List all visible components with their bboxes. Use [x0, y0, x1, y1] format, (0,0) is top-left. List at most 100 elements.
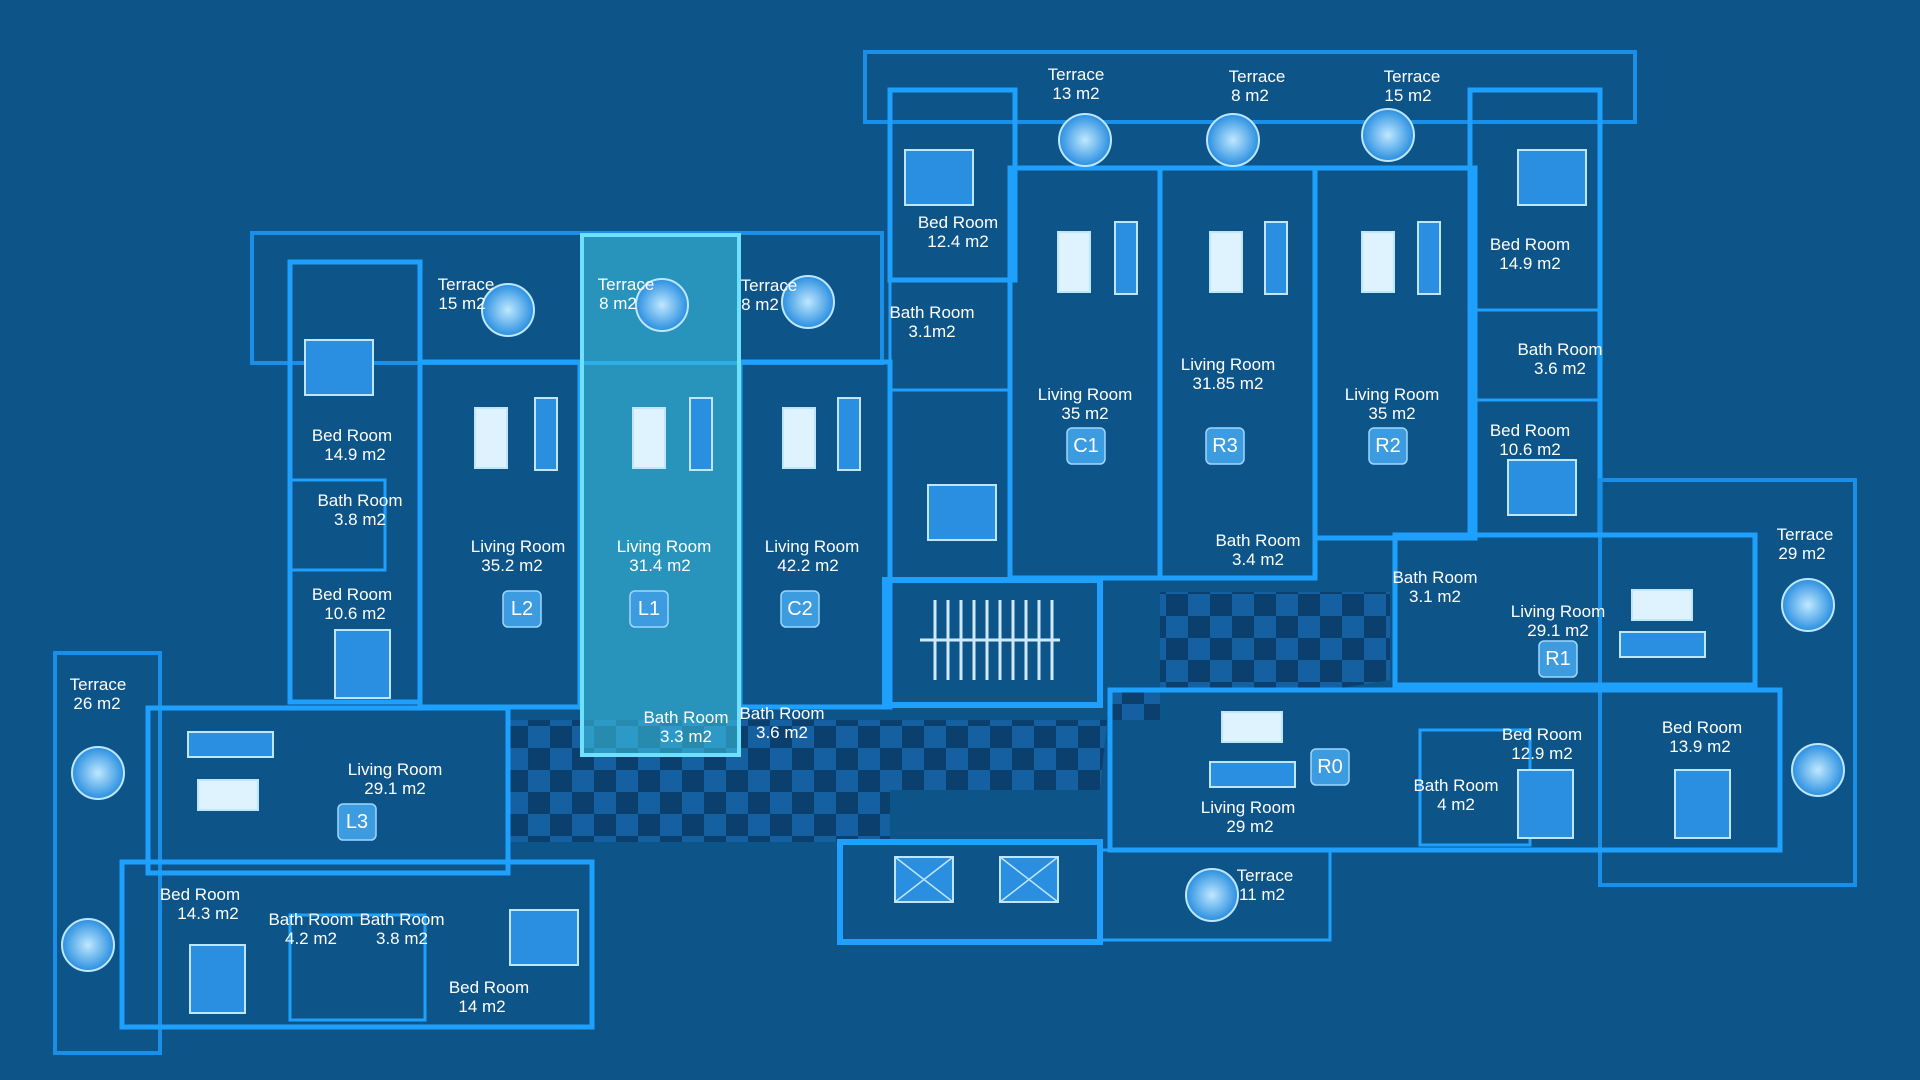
bed-icon [1517, 769, 1574, 839]
bed-icon [334, 629, 391, 699]
unit-tags[interactable]: C1 R3 R2 L2 L1 C2 L3 R1 R0 [337, 427, 1578, 841]
svg-text:L2: L2 [511, 598, 533, 620]
sofa-icon [1619, 631, 1706, 658]
table-icon [782, 407, 816, 469]
elevator-cross [894, 856, 1059, 903]
sofa-icon [1114, 221, 1138, 295]
plant-icon [61, 918, 115, 972]
bed-icon [1674, 769, 1731, 839]
unit-tag-r2[interactable]: R2 [1368, 427, 1408, 465]
svg-text:R1: R1 [1545, 648, 1571, 670]
bed-icon [304, 339, 374, 396]
unit-tag-r3[interactable]: R3 [1205, 427, 1245, 465]
unit-tag-l2[interactable]: L2 [502, 590, 542, 628]
elevator-core [837, 839, 1103, 945]
sofa-icon [1264, 221, 1288, 295]
unit-tag-r0[interactable]: R0 [1310, 748, 1350, 786]
corridor-floor [510, 592, 1390, 842]
plant-icon [1361, 108, 1415, 162]
unit-tag-c1[interactable]: C1 [1066, 427, 1106, 465]
sofa-icon [1209, 761, 1296, 788]
plant-icon [1781, 578, 1835, 632]
svg-text:L3: L3 [346, 811, 368, 833]
table-icon [1361, 231, 1395, 293]
unit-tag-c2[interactable]: C2 [780, 590, 820, 628]
plant-icon [1185, 868, 1239, 922]
bed-icon [1507, 459, 1577, 516]
svg-text:R0: R0 [1317, 756, 1343, 778]
svg-text:R3: R3 [1212, 435, 1238, 457]
unit-tag-r1[interactable]: R1 [1538, 640, 1578, 678]
furniture [187, 149, 1731, 1014]
corridor [510, 577, 1390, 945]
table-icon [197, 779, 259, 811]
stair-core [882, 577, 1103, 708]
bed-icon [189, 944, 246, 1014]
plant-icon [781, 275, 835, 329]
svg-text:R2: R2 [1375, 435, 1401, 457]
svg-text:C2: C2 [787, 598, 813, 620]
table-icon [474, 407, 508, 469]
svg-text:L1: L1 [638, 598, 660, 620]
sofa-icon [534, 397, 558, 471]
unit-tag-l3[interactable]: L3 [337, 803, 377, 841]
table-icon [632, 407, 666, 469]
plant-icon [71, 746, 125, 800]
table-icon [1209, 231, 1243, 293]
table-icon [1221, 711, 1283, 743]
plant-icon [481, 283, 535, 337]
sofa-icon [689, 397, 713, 471]
bed-icon [1517, 149, 1587, 206]
svg-text:C1: C1 [1073, 435, 1099, 457]
plant-icon [1206, 113, 1260, 167]
sofa-icon [187, 731, 274, 758]
bed-icon [509, 909, 579, 966]
sofa-icon [837, 397, 861, 471]
table-icon [1057, 231, 1091, 293]
plant-icon [1058, 113, 1112, 167]
unit-tag-l1[interactable]: L1 [629, 590, 669, 628]
bed-icon [904, 149, 974, 206]
plants [61, 108, 1845, 972]
sofa-icon [1417, 221, 1441, 295]
stair-treads [920, 600, 1060, 680]
